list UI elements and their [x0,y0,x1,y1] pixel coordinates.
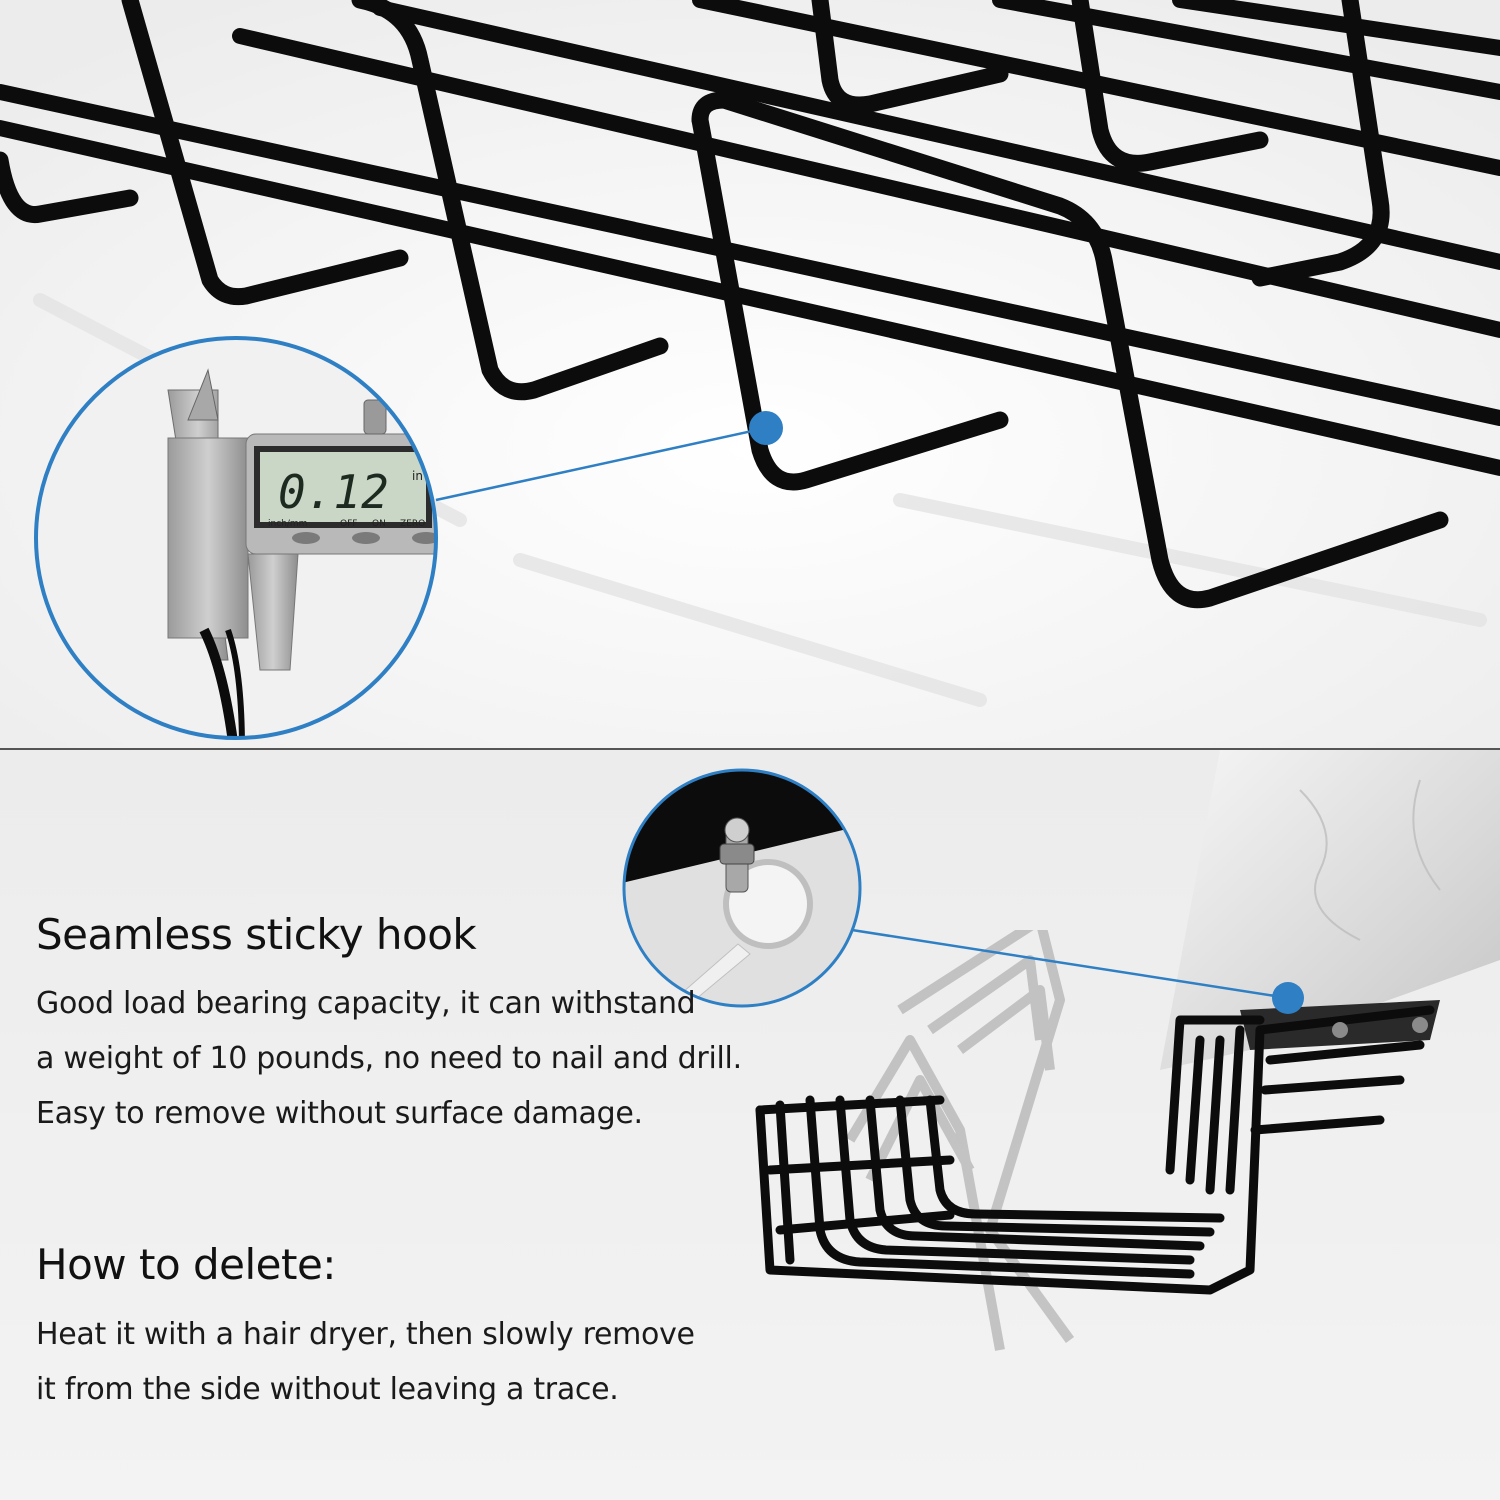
section-title-how-to-delete: How to delete: [36,1240,336,1289]
callout-marker-dot-2 [1272,982,1304,1014]
caliper-reading: 0.12 [278,465,389,519]
top-photo-panel: 0.12 in inch/mm OFF ON ZERO [0,0,1500,748]
caliper-button-on: ON [372,519,386,529]
caliper-unit: in [412,469,423,483]
hook-rotation-illustration [755,930,1440,1351]
caliper-button-zero: ZERO [400,519,425,529]
delete-description-line-2: it from the side without leaving a trace… [36,1372,619,1407]
hook-description-line-3: Easy to remove without surface damage. [36,1096,643,1131]
caliper-button-inch-mm: inch/mm [268,519,307,529]
delete-description-line-1: Heat it with a hair dryer, then slowly r… [36,1317,695,1352]
hook-description-line-1: Good load bearing capacity, it can withs… [36,986,696,1021]
caliper-button-off: OFF [340,519,357,529]
screw-detail-callout [622,768,862,1008]
desk-underside-illustration [1160,750,1500,1070]
callout-marker-dot [749,411,783,445]
section-title-sticky-hook: Seamless sticky hook [36,910,477,959]
bottom-info-panel: Seamless sticky hook Good load bearing c… [0,750,1500,1500]
callout-connector-line-2 [851,928,1304,1014]
hook-description-line-2: a weight of 10 pounds, no need to nail a… [36,1041,742,1076]
callout-connector-line [435,411,783,502]
caliper-callout-circle: 0.12 in inch/mm OFF ON ZERO [34,336,438,740]
panel-divider [0,748,1500,750]
